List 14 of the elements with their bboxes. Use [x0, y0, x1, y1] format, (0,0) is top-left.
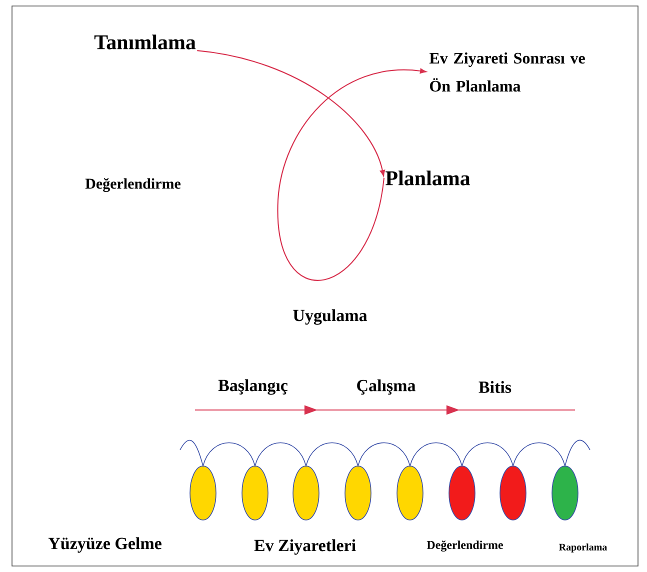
caption: Yüzyüze Gelme: [48, 537, 162, 553]
caption: Ev Ziyaretleri: [254, 539, 356, 555]
stage-label: Değerlendirme: [85, 178, 181, 192]
phase-label: Başlangıç: [218, 379, 288, 395]
curved-arrow: [277, 68, 426, 280]
caption: Raporlama: [559, 543, 608, 553]
step-label: Planlama: [386, 170, 470, 186]
step-label: Tanımlama: [94, 34, 196, 50]
phase-label: Çalışma: [357, 379, 416, 395]
caption: Değerlendirme: [426, 540, 504, 552]
curved-arrow: [197, 50, 386, 176]
stage-label: Uygulama: [293, 309, 368, 325]
phase-label: Bitis: [478, 381, 512, 393]
step-label: Ev Ziyareti Sonrası ve Ön Planlama: [429, 52, 585, 92]
